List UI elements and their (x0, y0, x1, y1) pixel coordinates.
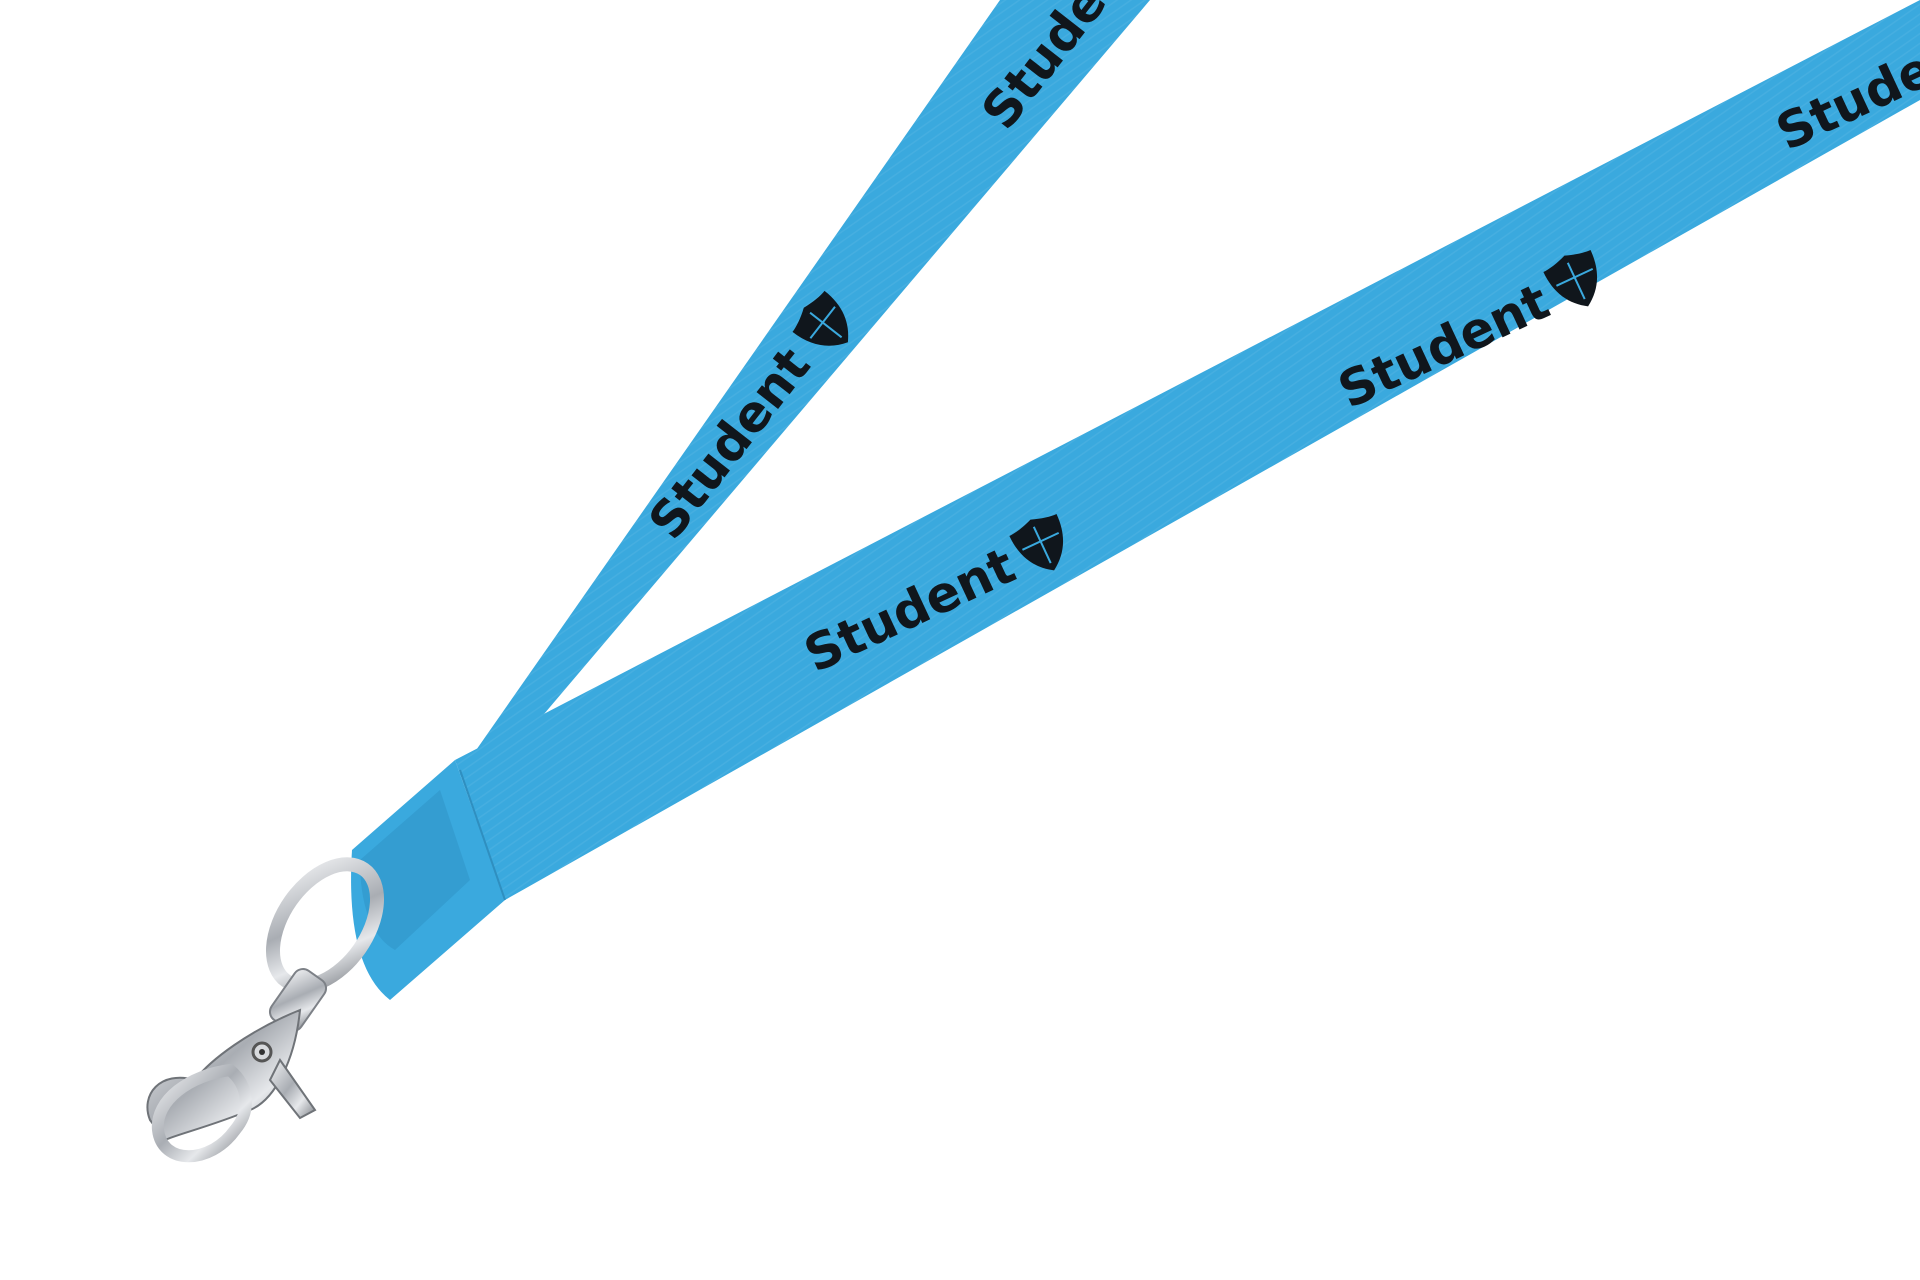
left-print-1: Student (637, 286, 865, 550)
right-strap (455, 0, 1920, 900)
clasp-trigger (268, 1058, 317, 1120)
split-ring (265, 857, 385, 993)
lobster-clasp (146, 857, 385, 1163)
strap-loop (351, 760, 506, 1000)
strap-label: Student (637, 337, 821, 550)
